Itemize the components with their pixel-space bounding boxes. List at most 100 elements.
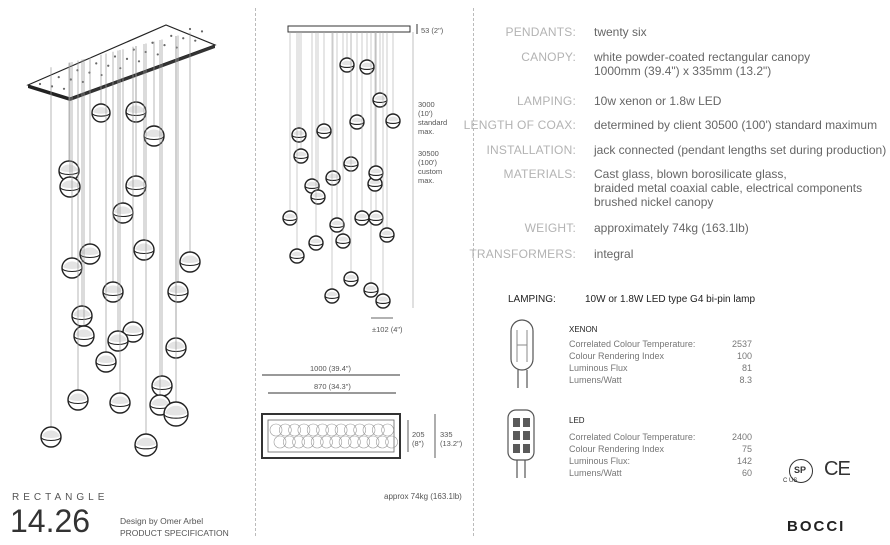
elevation-sphere-band [304,185,320,189]
plan-pendant-circle [292,435,305,449]
pendant-sphere-band [125,185,147,191]
pendant-sphere-band [40,436,62,442]
spec-value-pendants: twenty six [594,25,647,39]
plan-pendant-circle [357,435,371,449]
led-val-flux: 142 [736,456,752,466]
elevation-sphere-band [359,66,375,70]
pendant-sphere-band [61,267,83,273]
plan-pendant-circle [371,423,385,437]
pendant-sphere-shade [60,164,78,172]
xenon-heading: XENON [569,325,598,334]
plan-pendant-circle [385,435,398,449]
plan-pendant-circle [310,435,324,449]
spec-label-materials: MATERIALS: [503,167,576,181]
pendant-sphere-band [67,399,89,405]
divider-left [255,8,256,536]
elevation-sphere-band [349,121,365,125]
elevation-sphere-shade [326,291,338,297]
led-chip [513,444,520,453]
pendant-sphere-shade [63,261,81,269]
pendant-sphere-band [134,444,158,450]
elevation-sphere-shade [369,179,381,185]
spec-value-materials: Cast glass, blown borosilicate glass,bra… [594,167,863,209]
pendant-diameter-dim: ±102 (4") [372,325,403,334]
elevation-sphere-band [385,120,401,124]
document-type: PRODUCT SPECIFICATION [120,528,229,538]
brand-logo: BOCCI [787,518,846,535]
pendant-sphere-band [71,315,93,321]
pendant-sphere-band [133,249,155,255]
pendant-sphere-band [179,261,201,267]
designer-credit: Design by Omer Arbel [120,516,204,526]
spec-value-weight: approximately 74kg (163.1lb) [594,221,749,235]
elevation-sphere-shade [370,168,382,174]
elevation-sphere-band [282,217,298,221]
spec-value-installation: jack connected (pendant lengths set duri… [594,143,887,157]
elevation-sphere-band [375,300,391,304]
pendant-sphere-shade [104,285,122,293]
spec-label-canopy: CANOPY: [521,50,576,64]
led-prop-lpw: Lumens/Watt [569,468,622,478]
elevation-sphere-shade [361,62,373,68]
elevation-sphere-band [372,99,388,103]
plan-pendant-circle [269,423,283,437]
plan-pendant-circle [344,423,357,437]
canopy-jack [137,60,141,63]
total-depth-dim: 335(13.2") [440,430,463,448]
pendant-sphere-shade [109,334,127,342]
pendant-sphere-shade [93,107,109,114]
product-family: RECTANGLE [12,492,109,503]
canopy-jack [57,76,60,79]
plan-pendant-circle [301,435,315,449]
elevation-sphere-band [343,278,359,282]
elevation-sphere-band [367,183,383,187]
plan-pendant-circle [297,423,311,437]
elevation-sphere-shade [318,126,330,132]
elevation-sphere-shade [337,236,349,242]
canopy-jack [194,39,197,42]
canopy-edge-front [28,85,70,101]
elevation-sphere-shade [291,251,303,257]
plan-pendant-circle [375,435,389,449]
elevation-sphere-band [368,217,384,221]
plan-pendant-circle [273,435,287,449]
plan-pendant-circle [348,435,361,449]
pendant-sphere-shade [73,309,91,317]
elevation-sphere-band [329,224,345,228]
elevation-sphere-band [339,64,355,68]
xenon-prop-lpw: Lumens/Watt [569,375,622,385]
canopy-jack [113,55,117,58]
pendant-sphere-shade [75,329,93,337]
canopy-jack [170,34,173,37]
canopy-jack [125,57,129,61]
xenon-prop-flux: Luminous Flux [569,363,628,373]
elevation-sphere-shade [345,274,357,280]
pendant-sphere-band [73,335,95,341]
spec-label-pendants: PENDANTS: [505,25,576,39]
elevation-sphere-shade [331,220,343,226]
elevation-sphere-shade [284,213,296,219]
elevation-sphere-shade [341,60,353,66]
elevation-sphere-band [363,289,379,293]
total-width-dim: 1000 (39.4") [310,364,352,373]
canopy-jack [151,41,154,44]
plan-pendant-circle [381,423,394,437]
pendant-sphere-band [102,291,124,297]
led-prop-cri: Colour Rendering Index [569,444,665,454]
led-chip [523,444,530,453]
lamping-label: LAMPING: [508,294,556,305]
plan-pendant-circle [306,423,320,437]
pendant-sphere-band [112,212,134,218]
pendant-sphere-shade [153,379,171,387]
elevation-sphere-band [368,172,384,176]
canopy-jack [163,44,166,47]
plan-pendant-circle [362,423,376,437]
canopy-jack [62,87,66,90]
plan-pendant-circle [353,423,367,437]
spec-value-transformers: integral [594,247,634,261]
spec-label-lamping: LAMPING: [517,94,576,108]
elevation-sphere-shade [310,238,322,244]
canopy-jack [50,85,54,88]
inner-depth-dim: 205(8") [412,430,425,448]
